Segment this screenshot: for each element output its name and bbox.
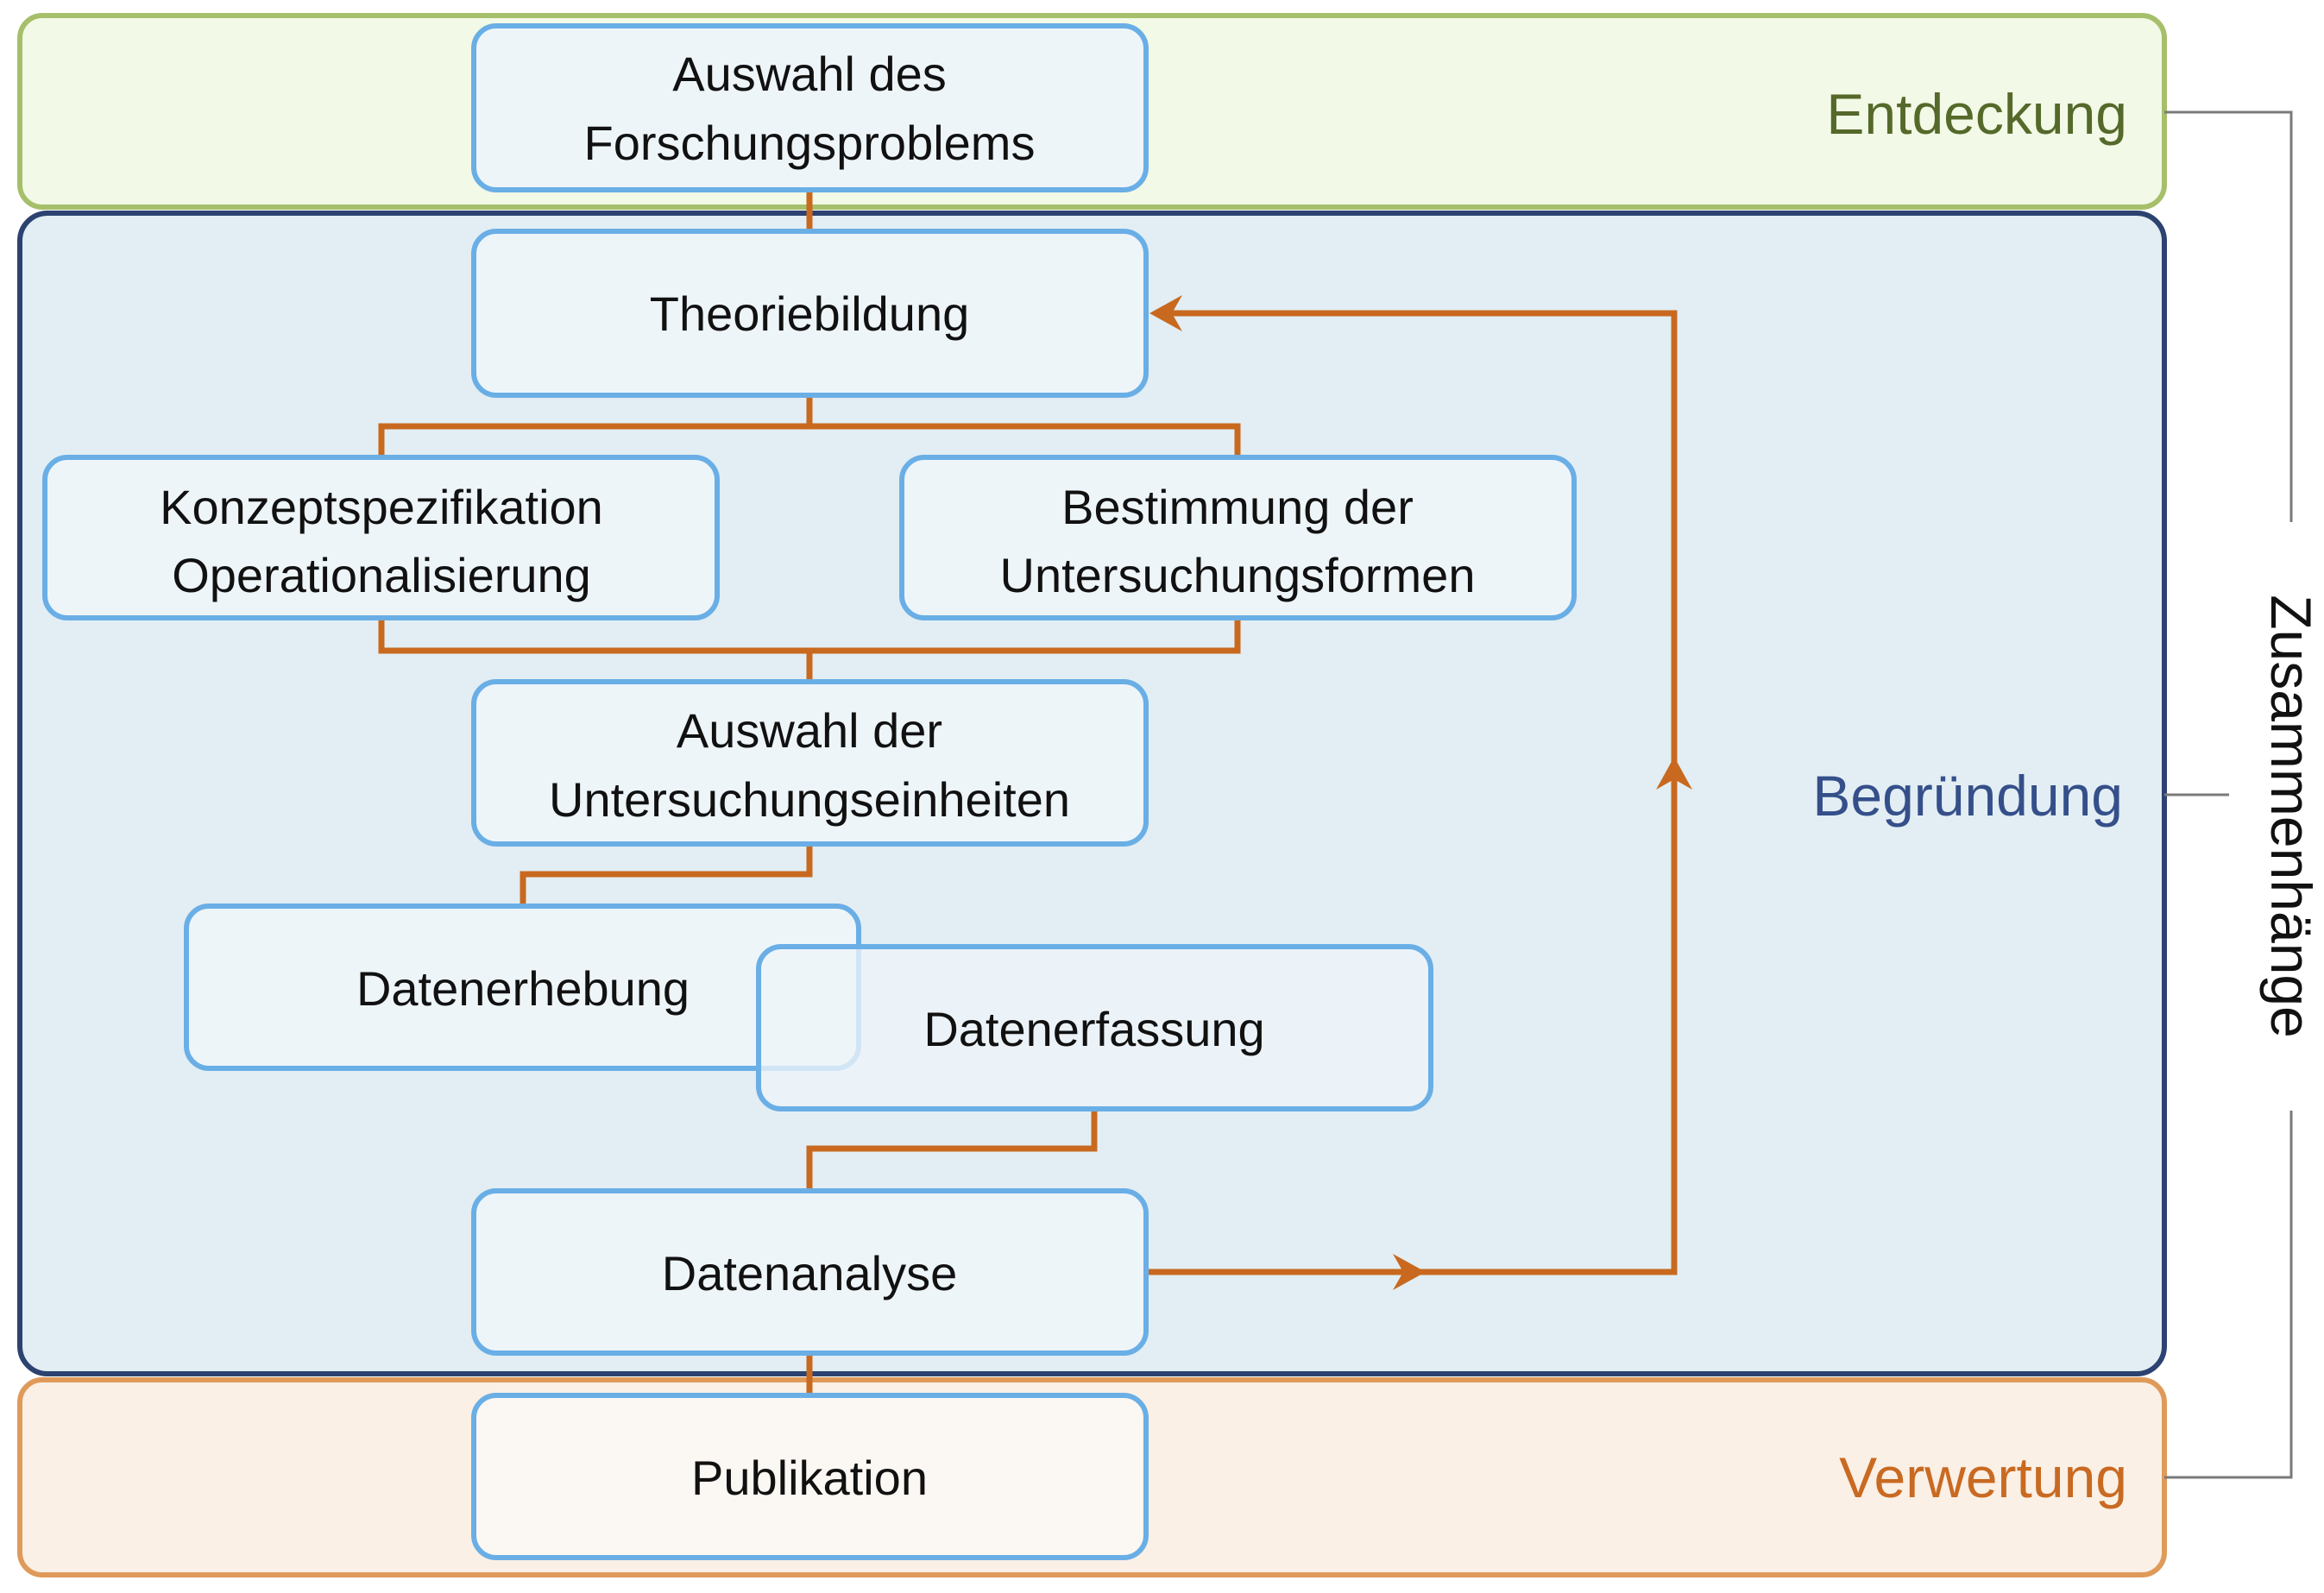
node-analysis-label: Datenanalyse [662,1246,957,1300]
arrowhead-up [1656,757,1692,790]
node-forms-line1: Bestimmung der [1061,480,1414,534]
node-capture: Datenerfassung [756,944,1433,1111]
node-problem-line1: Auswahl des [672,47,947,101]
node-forms-line2: Untersuchungsformen [1000,548,1476,602]
node-concept-line1: Konzeptspezifikation [160,480,603,534]
arrowheads [1149,295,1692,1290]
phase-label-discovery: Entdeckung [1826,82,2127,146]
side-label: Zusammenhänge [2259,595,2323,1038]
connector-units-collection [520,844,813,906]
phase-label-utilization: Verwertung [1839,1445,2127,1509]
node-concept-line2: Operationalisierung [172,548,591,602]
node-forms: Bestimmung der Untersuchungsformen [899,455,1577,620]
arrowhead-right [1393,1254,1426,1290]
node-units-line1: Auswahl der [677,703,942,758]
arrowhead-theory [1149,295,1182,331]
node-capture-label: Datenerfassung [923,1002,1264,1056]
node-publication-label: Publikation [691,1451,928,1505]
context-bracket [2164,110,2293,1479]
connector-capture-analysis [806,1109,1098,1191]
connector-theory-split [378,395,813,457]
node-concept: Konzeptspezifikation Operationalisierung [42,455,720,620]
phase-label-justification: Begründung [1812,764,2123,828]
node-units-line2: Untersuchungseinheiten [549,772,1070,827]
node-collection-label: Datenerhebung [356,961,690,1016]
node-analysis: Datenanalyse [471,1188,1149,1356]
node-theory: Theoriebildung [471,229,1149,398]
node-publication: Publikation [471,1393,1149,1560]
node-problem: Auswahl des Forschungsproblems [471,23,1149,192]
node-units: Auswahl der Untersuchungseinheiten [471,679,1149,847]
connector-theory-forms [809,423,1241,457]
node-problem-line2: Forschungsproblems [584,116,1036,170]
node-theory-label: Theoriebildung [650,286,969,341]
